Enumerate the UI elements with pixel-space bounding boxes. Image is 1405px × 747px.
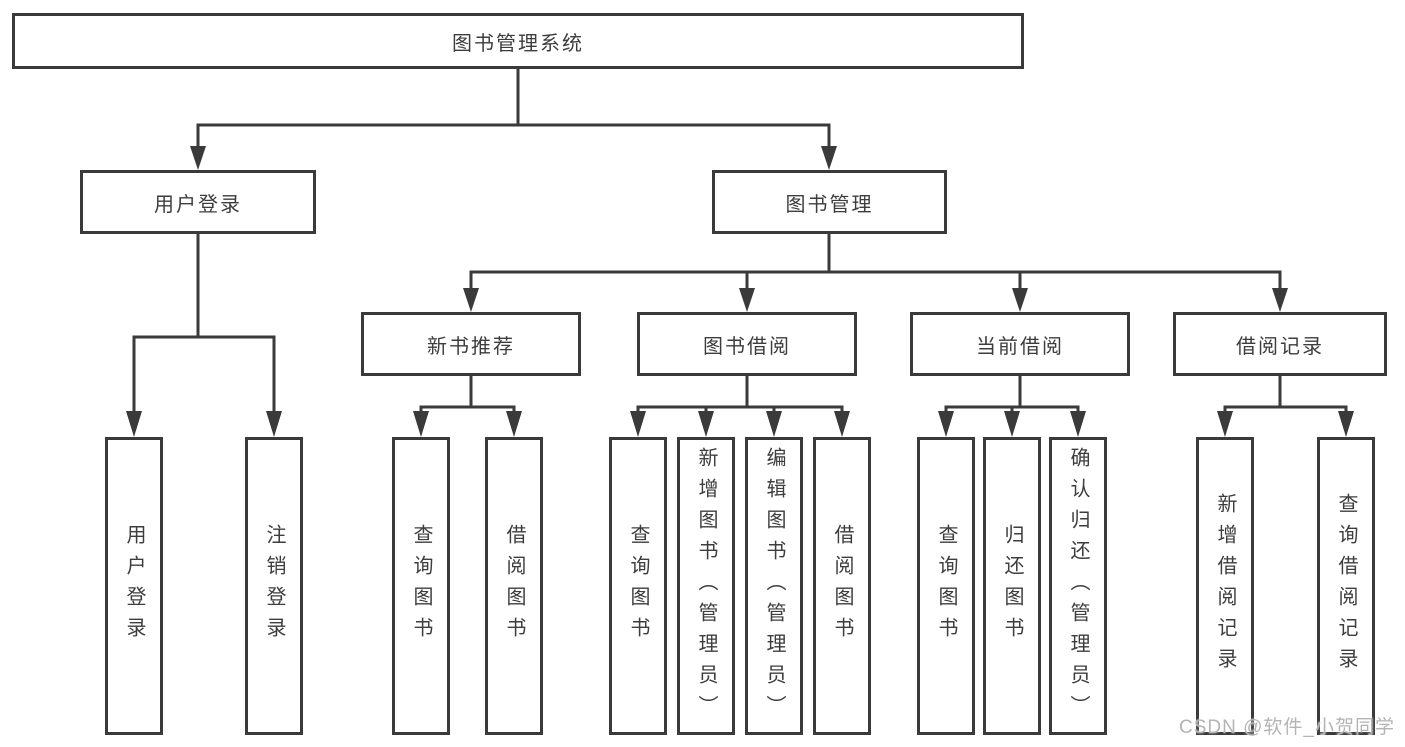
leaf-query-books: 查询图书 <box>609 437 667 735</box>
leaf-query-books: 查询图书 <box>917 437 975 735</box>
node-label: 编辑图书（管理员） <box>763 446 785 726</box>
leaf-edit-book-admin: 编辑图书（管理员） <box>745 437 803 735</box>
arrow-down-icon <box>630 411 646 437</box>
node-borrow-records: 借阅记录 <box>1173 312 1387 376</box>
node-label: 查询图书 <box>410 524 432 648</box>
node-label: 借阅记录 <box>1236 335 1324 358</box>
arrow-down-icon <box>766 411 782 437</box>
leaf-query-borrow-record: 查询借阅记录 <box>1317 437 1375 735</box>
arrow-down-icon <box>938 411 954 437</box>
node-label: 借阅图书 <box>503 524 525 648</box>
leaf-query-books: 查询图书 <box>392 437 450 735</box>
edge-current-borrow-to-leaves <box>938 374 1086 437</box>
edge-new-book-recommend-to-leaves <box>413 374 522 437</box>
arrow-down-icon <box>463 288 479 312</box>
edge-book-borrow-to-leaves <box>630 374 850 437</box>
arrow-down-icon <box>1004 411 1020 437</box>
leaf-return-book: 归还图书 <box>983 437 1041 735</box>
arrow-down-icon <box>821 146 837 170</box>
node-new-book-recommend: 新书推荐 <box>361 312 581 376</box>
node-label: 归还图书 <box>1001 524 1023 648</box>
arrow-down-icon <box>506 411 522 437</box>
arrow-down-icon <box>739 288 755 312</box>
node-label: 当前借阅 <box>976 335 1064 358</box>
node-label: 确认归还（管理员） <box>1067 446 1089 726</box>
arrow-down-icon <box>698 411 714 437</box>
node-label: 用户登录 <box>154 193 242 216</box>
node-label: 借阅图书 <box>831 524 853 648</box>
node-user-login: 用户登录 <box>80 170 316 234</box>
node-label: 图书管理 <box>785 193 874 216</box>
node-book-borrow: 图书借阅 <box>637 312 857 376</box>
arrow-down-icon <box>190 146 206 170</box>
leaf-logout: 注销登录 <box>245 437 303 735</box>
leaf-add-book-admin: 新增图书（管理员） <box>677 437 735 735</box>
arrow-down-icon <box>1272 288 1288 312</box>
node-label: 新增借阅记录 <box>1214 493 1236 679</box>
leaf-confirm-return-admin: 确认归还（管理员） <box>1049 437 1107 735</box>
watermark-text: CSDN @软件_小贺同学 <box>1179 717 1395 738</box>
node-label: 新书推荐 <box>427 335 515 358</box>
arrow-down-icon <box>1070 411 1086 437</box>
leaf-borrow-book: 借阅图书 <box>813 437 871 735</box>
leaf-user-login: 用户登录 <box>105 437 163 735</box>
arrow-down-icon <box>126 411 142 437</box>
arrow-down-icon <box>266 411 282 437</box>
node-label: 图书管理系统 <box>452 32 584 55</box>
arrow-down-icon <box>1012 288 1028 312</box>
node-label: 图书借阅 <box>703 335 791 358</box>
node-book-management: 图书管理 <box>712 170 947 234</box>
node-label: 用户登录 <box>123 524 145 648</box>
edge-root-to-level2 <box>190 67 837 170</box>
node-label: 查询图书 <box>627 524 649 648</box>
edge-book-management-to-level3 <box>463 232 1288 312</box>
arrow-down-icon <box>1338 411 1354 437</box>
node-label: 查询图书 <box>935 524 957 648</box>
node-current-borrow: 当前借阅 <box>910 312 1130 376</box>
edge-user-login-to-leaves <box>126 232 282 437</box>
node-label: 查询借阅记录 <box>1335 493 1357 679</box>
node-label: 新增图书（管理员） <box>695 446 717 726</box>
arrow-down-icon <box>413 411 429 437</box>
node-root: 图书管理系统 <box>12 13 1024 69</box>
arrow-down-icon <box>1217 411 1233 437</box>
node-label: 注销登录 <box>263 524 285 648</box>
leaf-borrow-book: 借阅图书 <box>485 437 543 735</box>
arrow-down-icon <box>834 411 850 437</box>
edge-borrow-records-to-leaves <box>1217 374 1354 437</box>
leaf-add-borrow-record: 新增借阅记录 <box>1196 437 1254 735</box>
